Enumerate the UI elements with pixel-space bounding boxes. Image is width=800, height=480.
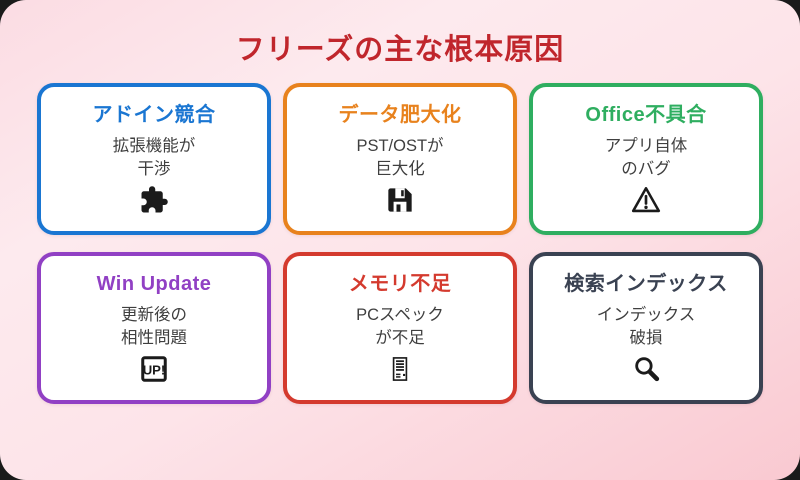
card-title: Win Update (96, 273, 212, 295)
card-body: インデックス 破損 (597, 304, 696, 351)
search-icon (631, 354, 662, 384)
card-body-line2: 巨大化 (375, 160, 425, 179)
card-memory-shortage: メモリ不足 PCスペック が不足 (283, 252, 517, 404)
card-body: アプリ自体 のバグ (605, 135, 688, 182)
card-body-line1: アプリ自体 (604, 137, 688, 155)
card-body-line1: 拡張機能が (112, 137, 196, 155)
card-body-line2: 干渉 (137, 160, 171, 179)
card-addin-conflict: アドイン競合 拡張機能が 干渉 (37, 83, 271, 235)
cards-grid: アドイン競合 拡張機能が 干渉 データ肥大化 PST/OSTが 巨大化 (0, 68, 800, 404)
puzzle-icon (139, 185, 169, 215)
floppy-disk-icon (386, 185, 414, 215)
card-win-update: Win Update 更新後の 相性問題 UP! (37, 252, 271, 404)
warning-icon (630, 185, 662, 215)
card-body-line1: PCスペック (356, 306, 444, 324)
svg-text:UP!: UP! (143, 362, 166, 377)
card-office-bug: Office不具合 アプリ自体 のバグ (529, 83, 763, 235)
card-body: PCスペック が不足 (356, 304, 444, 351)
card-body: 更新後の 相性問題 (121, 304, 187, 351)
card-search-index: 検索インデックス インデックス 破損 (529, 252, 763, 404)
card-body-line2: 破損 (629, 329, 663, 348)
card-title: 検索インデックス (564, 273, 728, 295)
card-body-line1: 更新後の (121, 306, 187, 324)
card-title: アドイン競合 (92, 104, 216, 126)
up-badge-icon: UP! (139, 354, 169, 384)
card-body-line1: インデックス (596, 306, 696, 324)
card-body: 拡張機能が 干渉 (113, 135, 196, 182)
card-body-line2: 相性問題 (121, 329, 187, 348)
card-title: Office不具合 (585, 104, 707, 126)
card-body: PST/OSTが 巨大化 (356, 135, 443, 182)
pc-tower-icon (386, 354, 414, 384)
card-data-bloat: データ肥大化 PST/OSTが 巨大化 (283, 83, 517, 235)
card-body-line2: が不足 (375, 329, 425, 348)
page-title: フリーズの主な根本原因 (235, 34, 565, 66)
card-body-line2: のバグ (621, 160, 671, 179)
card-body-line1: PST/OSTが (356, 137, 444, 155)
card-title: メモリ不足 (348, 273, 452, 295)
card-title: データ肥大化 (338, 104, 462, 126)
